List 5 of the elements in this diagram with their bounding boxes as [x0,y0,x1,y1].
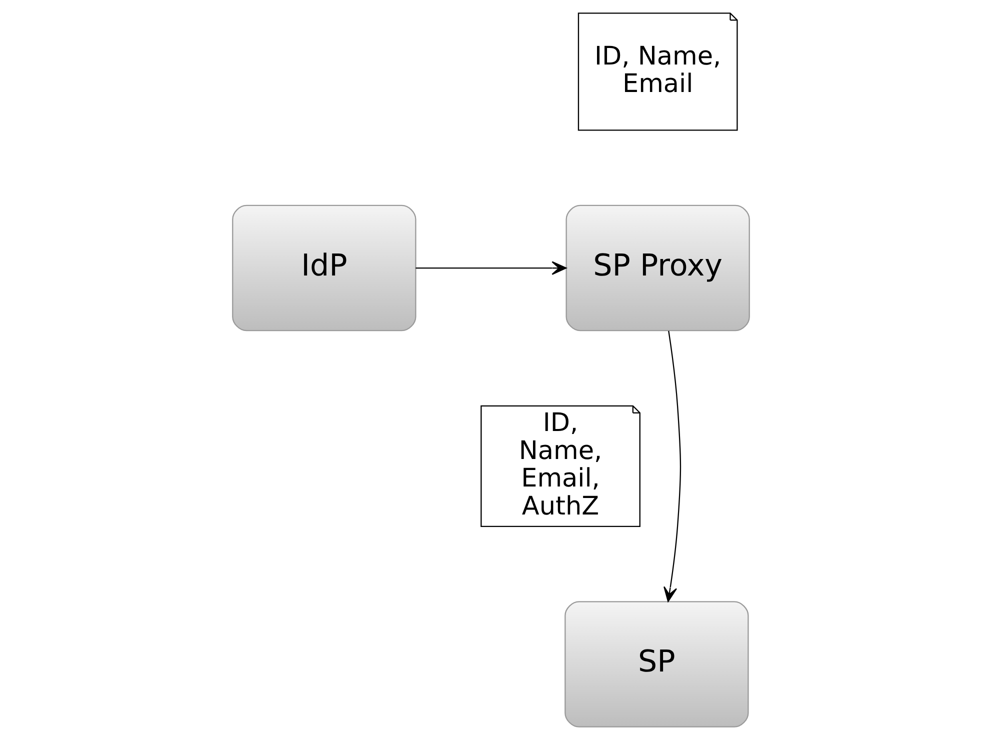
node-box: SP [564,601,749,728]
node-box: IdP [232,204,416,332]
node-box: SP Proxy [566,204,750,332]
arrow [416,261,567,275]
arrow [664,330,682,602]
